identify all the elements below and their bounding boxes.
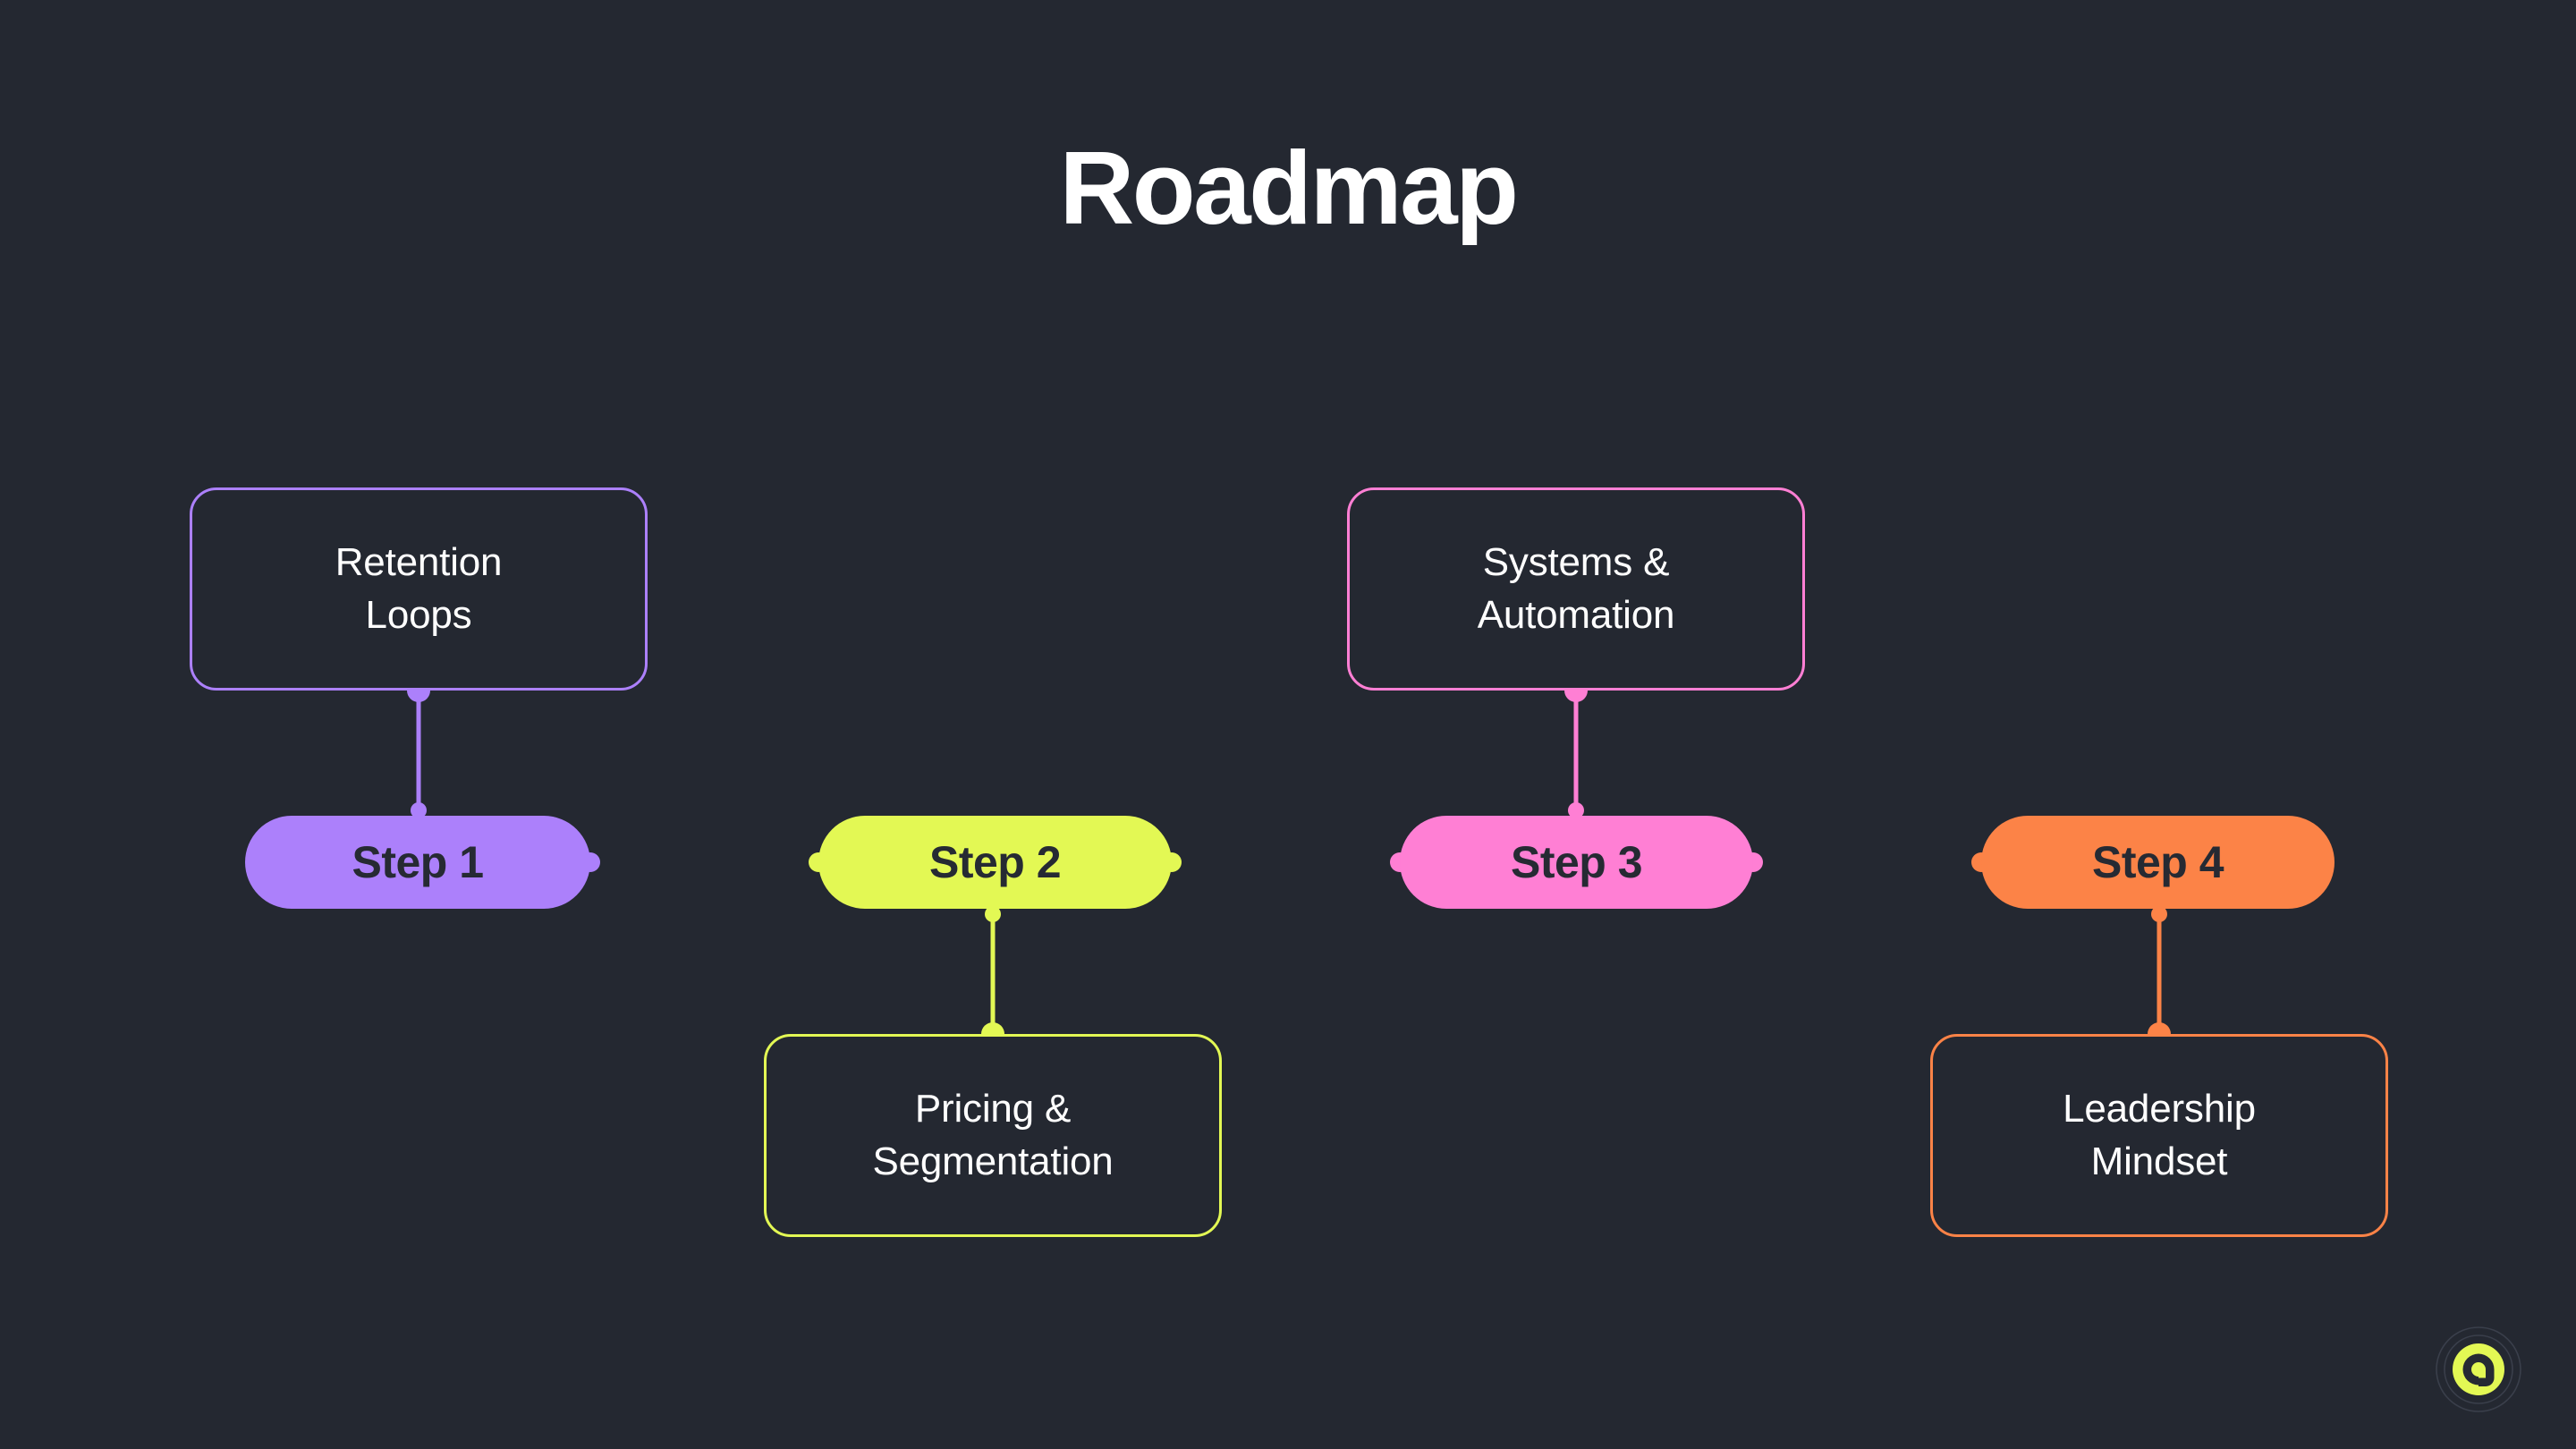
step-pill-1[interactable]: Step 1 xyxy=(245,816,590,909)
pill-nub-step2-bottom xyxy=(985,906,1001,922)
step-pill-label: Step 1 xyxy=(352,837,484,887)
step-pill-label: Step 2 xyxy=(928,837,1062,887)
logo-disc xyxy=(2453,1343,2504,1395)
page-title: Roadmap xyxy=(1059,130,1519,246)
logo-outer-ring xyxy=(2436,1326,2521,1412)
logo-inner-ring xyxy=(2444,1335,2513,1404)
branch-card-label: Retention Loops xyxy=(335,540,503,637)
branch-card-retention-loops[interactable]: Retention Loops xyxy=(190,487,648,691)
step-pill-4[interactable]: Step 4 xyxy=(1981,816,2334,909)
branch-card-label: Leadership Mindset xyxy=(2063,1087,2256,1183)
branch-card-systems-automation[interactable]: Systems & Automation xyxy=(1347,487,1805,691)
pill-nub-step4-bottom xyxy=(2151,906,2167,922)
pill-nub-step1-top xyxy=(411,802,427,818)
logo-q-glyph xyxy=(2462,1353,2495,1385)
step-pill-label: Step 4 xyxy=(2091,837,2224,887)
step-pill-label: Step 3 xyxy=(1510,837,1643,887)
branch-card-label: Pricing & Segmentation xyxy=(872,1087,1114,1183)
brand-logo[interactable] xyxy=(2435,1326,2522,1413)
pill-nub-step3-top xyxy=(1568,802,1584,818)
branch-card-pricing-segmentation[interactable]: Pricing & Segmentation xyxy=(764,1034,1222,1237)
step-pill-3[interactable]: Step 3 xyxy=(1400,816,1753,909)
branch-card-label: Systems & Automation xyxy=(1477,540,1675,637)
logo-q-tail xyxy=(2479,1369,2495,1386)
step-pill-2[interactable]: Step 2 xyxy=(818,816,1172,909)
branch-card-leadership-mindset[interactable]: Leadership Mindset xyxy=(1930,1034,2388,1237)
